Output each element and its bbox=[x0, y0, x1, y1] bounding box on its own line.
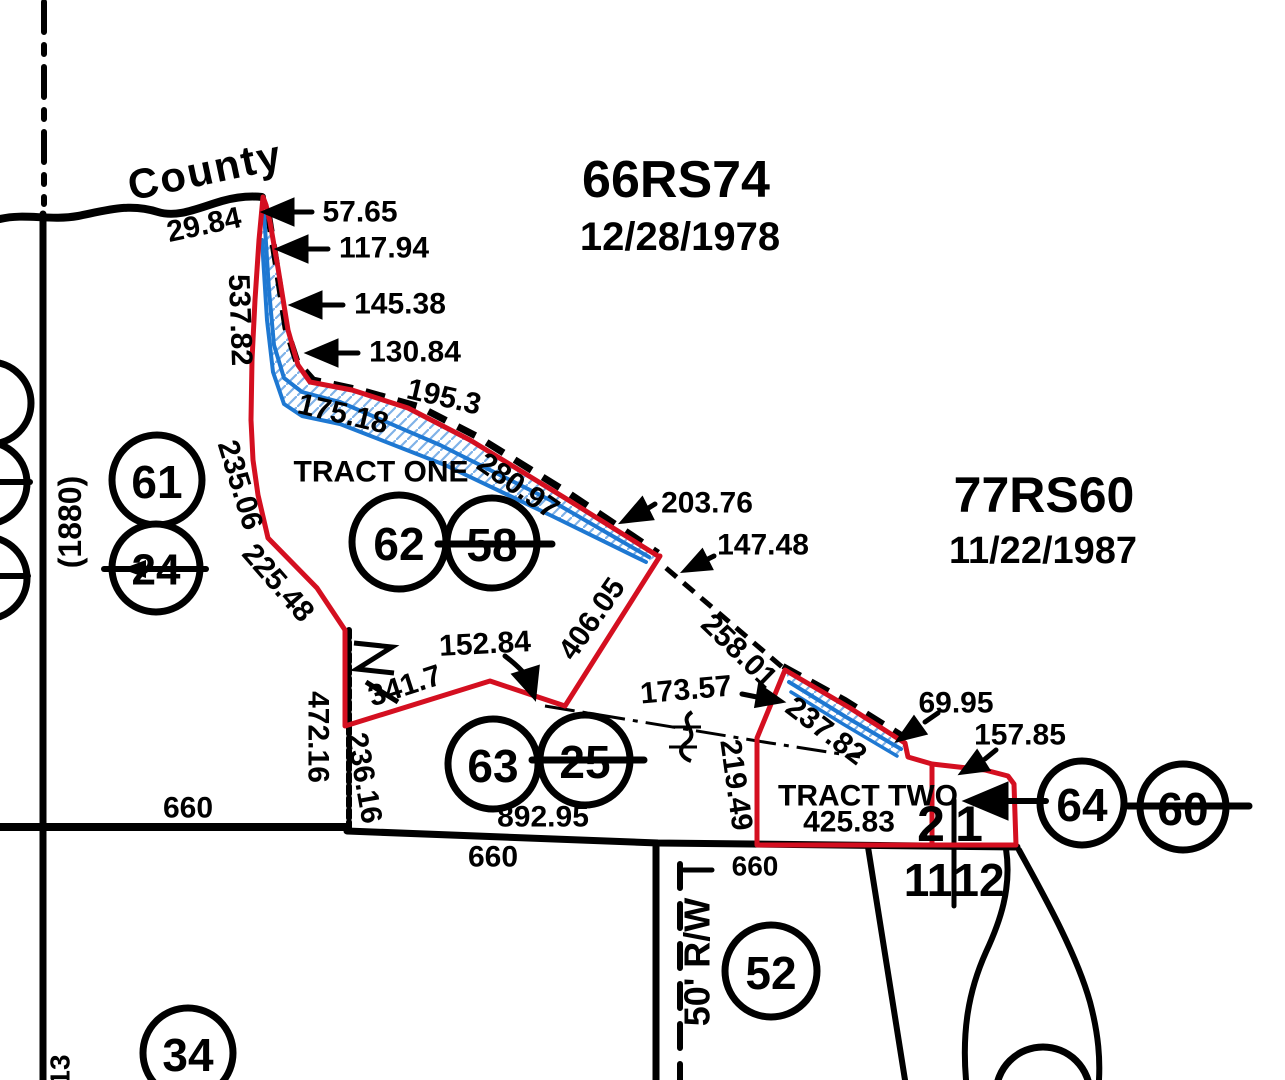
overlap-blue-line-b bbox=[260, 238, 648, 564]
strikethrough-24-arrowhead bbox=[122, 560, 146, 578]
tract-one-boundary bbox=[248, 194, 663, 729]
break-symbol-z bbox=[349, 640, 400, 676]
arrowhead-tract-two-pointer bbox=[961, 781, 1009, 821]
dim-892-95: 892.95 bbox=[497, 801, 589, 834]
arrowhead-147-48 bbox=[679, 547, 714, 574]
overlap-blue-line-a bbox=[262, 210, 651, 559]
arrow-157-85 bbox=[982, 747, 999, 762]
section-number-2: 2 bbox=[917, 796, 945, 852]
section-number-11: 11 bbox=[904, 854, 953, 906]
parcel-number-34: 34 bbox=[162, 1029, 214, 1080]
overlap-blue-line-c bbox=[787, 680, 903, 751]
arrowhead-117-94 bbox=[273, 234, 309, 264]
dim-203-76: 203.76 bbox=[661, 487, 753, 520]
arrowhead-173-57 bbox=[753, 682, 787, 709]
survey-number-66rs74: 66RS74 bbox=[582, 151, 770, 209]
corner-13-label: 13 bbox=[45, 1054, 76, 1080]
dim-130-84: 130.84 bbox=[369, 336, 461, 369]
dim-660-left: 660 bbox=[163, 792, 213, 825]
dim-219-49: 219.49 bbox=[713, 737, 758, 832]
dim-173-57: 173.57 bbox=[639, 670, 733, 711]
road-curve-mid bbox=[961, 846, 1011, 1080]
dim-235-06: 235.06 bbox=[211, 436, 269, 533]
arrowhead-145-38 bbox=[287, 290, 323, 320]
dim-29-84: 29.84 bbox=[164, 201, 245, 249]
county-road-line bbox=[0, 192, 266, 223]
section-number-1: 1 bbox=[955, 796, 983, 852]
dim-472-16: 472.16 bbox=[302, 691, 335, 783]
old-survey-line-tract-one bbox=[264, 211, 660, 556]
dim-145-38: 145.38 bbox=[354, 288, 446, 321]
dim-660-right: 660 bbox=[732, 851, 779, 882]
dim-157-85: 157.85 bbox=[974, 719, 1066, 752]
tract-one-label: TRACT ONE bbox=[294, 456, 469, 489]
survey-number-77rs60: 77RS60 bbox=[954, 467, 1135, 523]
dim-69-95: 69.95 bbox=[918, 687, 993, 720]
dim-117-94: 117.94 bbox=[339, 232, 429, 265]
dim-57-65: 57.65 bbox=[322, 196, 397, 229]
right-of-way-label: 50' R/W bbox=[677, 898, 718, 1027]
dim-425-83: 425.83 bbox=[803, 806, 895, 839]
parcel-circle-52 bbox=[721, 921, 821, 1021]
survey-date-66rs74: 12/28/1978 bbox=[580, 215, 780, 259]
overlap-blue-line-d bbox=[789, 690, 899, 758]
arrowhead-203-76 bbox=[617, 495, 655, 525]
parcel-circle-bottom-partial bbox=[994, 1043, 1092, 1080]
old-survey-line-tract-two bbox=[781, 663, 905, 739]
parcel-circle-edge-1 bbox=[0, 359, 35, 447]
tie-line-dashed bbox=[664, 566, 790, 674]
arrowhead-69-95 bbox=[894, 714, 929, 744]
year-1880-label: (1880) bbox=[52, 476, 88, 569]
tract-two-label: TRACT TWO bbox=[778, 780, 958, 813]
arrowhead-152-84 bbox=[510, 664, 540, 702]
parcel-circle-34 bbox=[139, 1004, 237, 1080]
tract-two-boundary bbox=[754, 667, 1019, 848]
parcel-number-63: 63 bbox=[467, 740, 518, 792]
arrowhead-57-65 bbox=[259, 197, 295, 227]
break-symbol-z-tick bbox=[364, 679, 400, 705]
parcel-number-64: 64 bbox=[1056, 779, 1108, 831]
arrowhead-157-85 bbox=[957, 748, 992, 776]
parcel-number-52: 52 bbox=[745, 947, 796, 999]
arrow-69-95 bbox=[922, 710, 941, 725]
dash-dot-line bbox=[544, 704, 861, 759]
road-curve-left bbox=[865, 844, 908, 1080]
parcel-number-61: 61 bbox=[131, 456, 182, 508]
dim-660-center: 660 bbox=[468, 841, 518, 874]
road-curve-right bbox=[1016, 847, 1103, 1080]
dim-537-82: 537.82 bbox=[222, 274, 258, 367]
dim-152-84: 152.84 bbox=[438, 625, 532, 663]
arrowhead-130-84 bbox=[303, 338, 339, 368]
dim-147-48: 147.48 bbox=[717, 529, 809, 562]
parcel-number-62: 62 bbox=[373, 518, 424, 570]
section-number-12: 12 bbox=[953, 854, 1004, 906]
survey-date-77rs60: 11/22/1987 bbox=[949, 530, 1137, 572]
break-symbol-s bbox=[679, 710, 694, 763]
